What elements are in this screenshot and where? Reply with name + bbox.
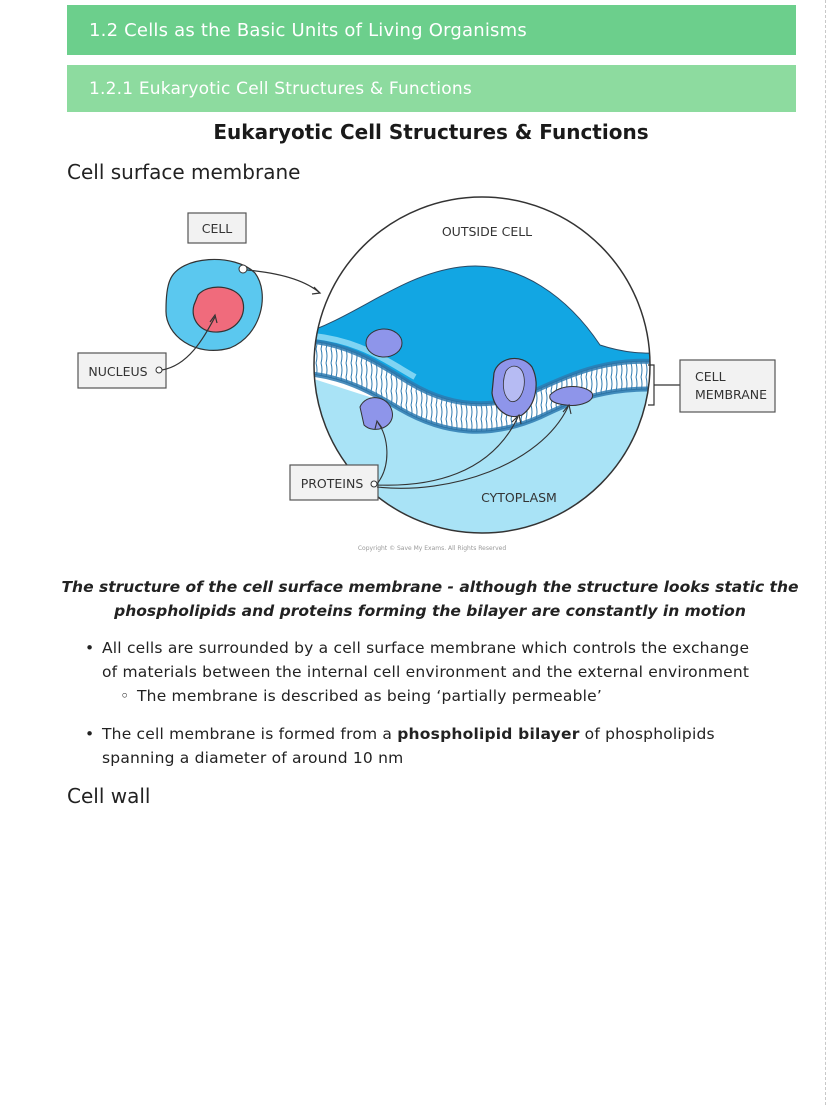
cytoplasm-label: CYTOPLASM [481,490,557,505]
zoom-arrow [246,269,321,294]
protein-floating [365,328,403,358]
proteins-label: PROTEINS [301,476,364,491]
section-banner-text: 1.2 Cells as the Basic Units of Living O… [89,19,527,41]
bullet-2-line-2: spanning a diameter of around 10 nm [102,749,404,767]
cell-zoom-marker [238,264,248,274]
nucleus-label-box [77,352,167,389]
cell-label: CELL [202,221,233,236]
nucleus-label: NUCLEUS [88,364,147,379]
diagram-copyright: Copyright © Save My Exams. All Rights Re… [358,545,507,552]
subsection-banner: 1.2.1 Eukaryotic Cell Structures & Funct… [67,65,796,112]
bullet-item-2: The cell membrane is formed from a phosp… [80,722,800,770]
nucleus [192,286,245,333]
protein-peripheral-right [549,386,594,406]
caption-line-1: The structure of the cell surface membra… [61,578,799,596]
bullet-2-text-pre: The cell membrane is formed from a [102,725,398,743]
outside-cell-label: OUTSIDE CELL [442,224,532,239]
bullet-1-line-2: of materials between the internal cell e… [102,663,750,681]
heading-cell-wall: Cell wall [67,784,151,808]
cell-membrane-label-line2: MEMBRANE [695,387,767,402]
bullet-2-text-post: of phospholipids [579,725,715,743]
page-edge-guide [825,0,826,1105]
cell-membrane-label-box [679,359,776,413]
bullet-2-bold-term: phospholipid bilayer [397,725,580,743]
cell-label-box [187,212,247,244]
heading-cell-surface-membrane: Cell surface membrane [67,160,301,184]
section-banner: 1.2 Cells as the Basic Units of Living O… [67,5,796,55]
bullet-1-line-1: All cells are surrounded by a cell surfa… [102,639,750,657]
subsection-banner-text: 1.2.1 Eukaryotic Cell Structures & Funct… [89,78,472,99]
protein-pointer-2 [376,416,519,486]
cell-membrane-label-line1: CELL [695,369,726,384]
bullet-item-1: All cells are surrounded by a cell surfa… [80,636,800,708]
bullet-1-sub-item: The membrane is described as being ‘part… [102,684,800,708]
cell-membrane-diagram: CELL NUCLEUS CELL MEMBRANE OUTSIDE CELL … [77,196,776,552]
page-title: Eukaryotic Cell Structures & Functions [213,120,649,144]
bullet-2-line-1: The cell membrane is formed from a phosp… [102,722,800,746]
nucleus-pointer [161,316,216,371]
protein-pointer-3 [376,406,569,489]
caption-line-2: phospholipids and proteins forming the b… [114,602,746,620]
protein-peripheral-left [359,397,393,430]
figure-caption: The structure of the cell surface membra… [60,575,800,623]
bullet-list: All cells are surrounded by a cell surfa… [80,636,800,784]
